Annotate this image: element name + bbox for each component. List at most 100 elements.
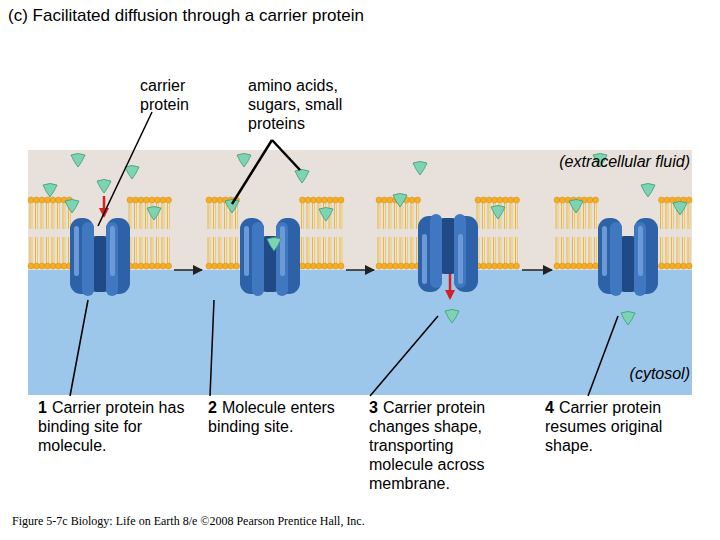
- lipid-head: [576, 263, 582, 269]
- lipid-head: [554, 197, 560, 203]
- lipid-tail: [59, 203, 60, 229]
- lipid-tail: [671, 203, 672, 229]
- lipid-head: [28, 263, 34, 269]
- lipid-tail: [331, 203, 332, 229]
- lipid-tail: [325, 237, 326, 263]
- lipid-head: [327, 263, 333, 269]
- lipid-head: [28, 197, 34, 203]
- leader-line: [70, 300, 88, 396]
- lipid-tail: [389, 203, 390, 229]
- lipid-head: [664, 263, 670, 269]
- lipid-head: [376, 197, 382, 203]
- lipid-tail: [673, 203, 674, 229]
- lipid-tail: [405, 203, 406, 229]
- lipid-tail: [336, 203, 337, 229]
- lipid-tail: [309, 237, 310, 263]
- lipid-tail: [156, 237, 157, 263]
- lipid-tail: [583, 237, 584, 263]
- lipid-tail: [162, 203, 163, 229]
- lipid-tail: [413, 237, 414, 263]
- lipid-tail: [556, 203, 557, 229]
- protein-lobe: [610, 222, 622, 296]
- callout-number: 1: [38, 399, 47, 416]
- lipid-tail: [208, 237, 209, 263]
- lipid-tail: [237, 203, 238, 229]
- lipid-tail: [380, 203, 381, 229]
- solute-molecule: [413, 162, 427, 176]
- carrier-protein: [418, 214, 478, 292]
- lipid-tail: [490, 237, 491, 263]
- lipid-head: [404, 263, 410, 269]
- lipid-tail: [312, 203, 313, 229]
- lipid-tail: [589, 237, 590, 263]
- lipid-tail: [57, 237, 58, 263]
- lipid-head: [155, 263, 161, 269]
- lipid-head: [45, 197, 51, 203]
- solute-molecule: [237, 154, 251, 168]
- lipid-head: [560, 197, 566, 203]
- lipid-head: [133, 263, 139, 269]
- lipid-tail: [329, 237, 330, 263]
- lipid-head: [322, 197, 328, 203]
- text-block: 1Carrier protein has binding site for mo…: [38, 398, 190, 455]
- protein-lobe: [430, 214, 442, 288]
- lipid-head: [311, 197, 317, 203]
- lipid-head: [217, 263, 223, 269]
- lipid-head: [659, 263, 665, 269]
- lipid-head: [387, 197, 393, 203]
- protein-highlight: [110, 226, 115, 276]
- lipid-tail: [385, 237, 386, 263]
- lipid-tail: [147, 203, 148, 229]
- lipid-tail: [578, 237, 579, 263]
- lipid-tail: [307, 203, 308, 229]
- lipid-head: [34, 263, 40, 269]
- lipid-tail: [48, 203, 49, 229]
- lipid-head: [234, 263, 240, 269]
- lipid-head: [492, 197, 498, 203]
- lipid-head: [217, 197, 223, 203]
- lipid-tail: [394, 237, 395, 263]
- lipid-tail: [671, 237, 672, 263]
- lipid-head: [56, 197, 62, 203]
- lipid-tail: [380, 237, 381, 263]
- lipid-tail: [210, 203, 211, 229]
- lipid-tail: [309, 203, 310, 229]
- lipid-tail: [318, 237, 319, 263]
- lipid-tail: [407, 237, 408, 263]
- lipid-head: [300, 263, 306, 269]
- lipid-tail: [336, 237, 337, 263]
- lipid-tail: [32, 203, 33, 229]
- protein-lobe: [634, 222, 646, 296]
- lipid-tail: [479, 237, 480, 263]
- lipid-tail: [153, 237, 154, 263]
- lipid-tail: [46, 203, 47, 229]
- lipid-tail: [413, 203, 414, 229]
- lipid-head: [686, 197, 692, 203]
- leader-line: [98, 112, 152, 226]
- lipid-tail: [134, 203, 135, 229]
- lipid-tail: [48, 237, 49, 263]
- lipid-tail: [591, 237, 592, 263]
- solute-molecule: [673, 202, 687, 216]
- solute-molecule: [641, 184, 655, 198]
- lipid-head: [39, 263, 45, 269]
- solute-molecule: [621, 312, 635, 326]
- text-block: 2Molecule enters binding site.: [208, 398, 336, 436]
- lipid-tail: [517, 203, 518, 229]
- lipid-tail: [59, 237, 60, 263]
- lipid-tail: [145, 203, 146, 229]
- text-block: amino acids, sugars, small proteins: [248, 76, 378, 133]
- lipid-tail: [169, 237, 170, 263]
- lipid-tail: [307, 237, 308, 263]
- protein-lobe: [276, 222, 288, 296]
- lipid-tail: [484, 237, 485, 263]
- solute-molecule: [125, 166, 139, 180]
- lipid-tail: [342, 237, 343, 263]
- lipid-tail: [213, 237, 214, 263]
- lipid-head: [45, 263, 51, 269]
- solute-molecule: [267, 238, 281, 252]
- lipid-tail: [167, 237, 168, 263]
- lipid-tail: [63, 237, 64, 263]
- lipid-head: [486, 263, 492, 269]
- lipid-head: [333, 263, 339, 269]
